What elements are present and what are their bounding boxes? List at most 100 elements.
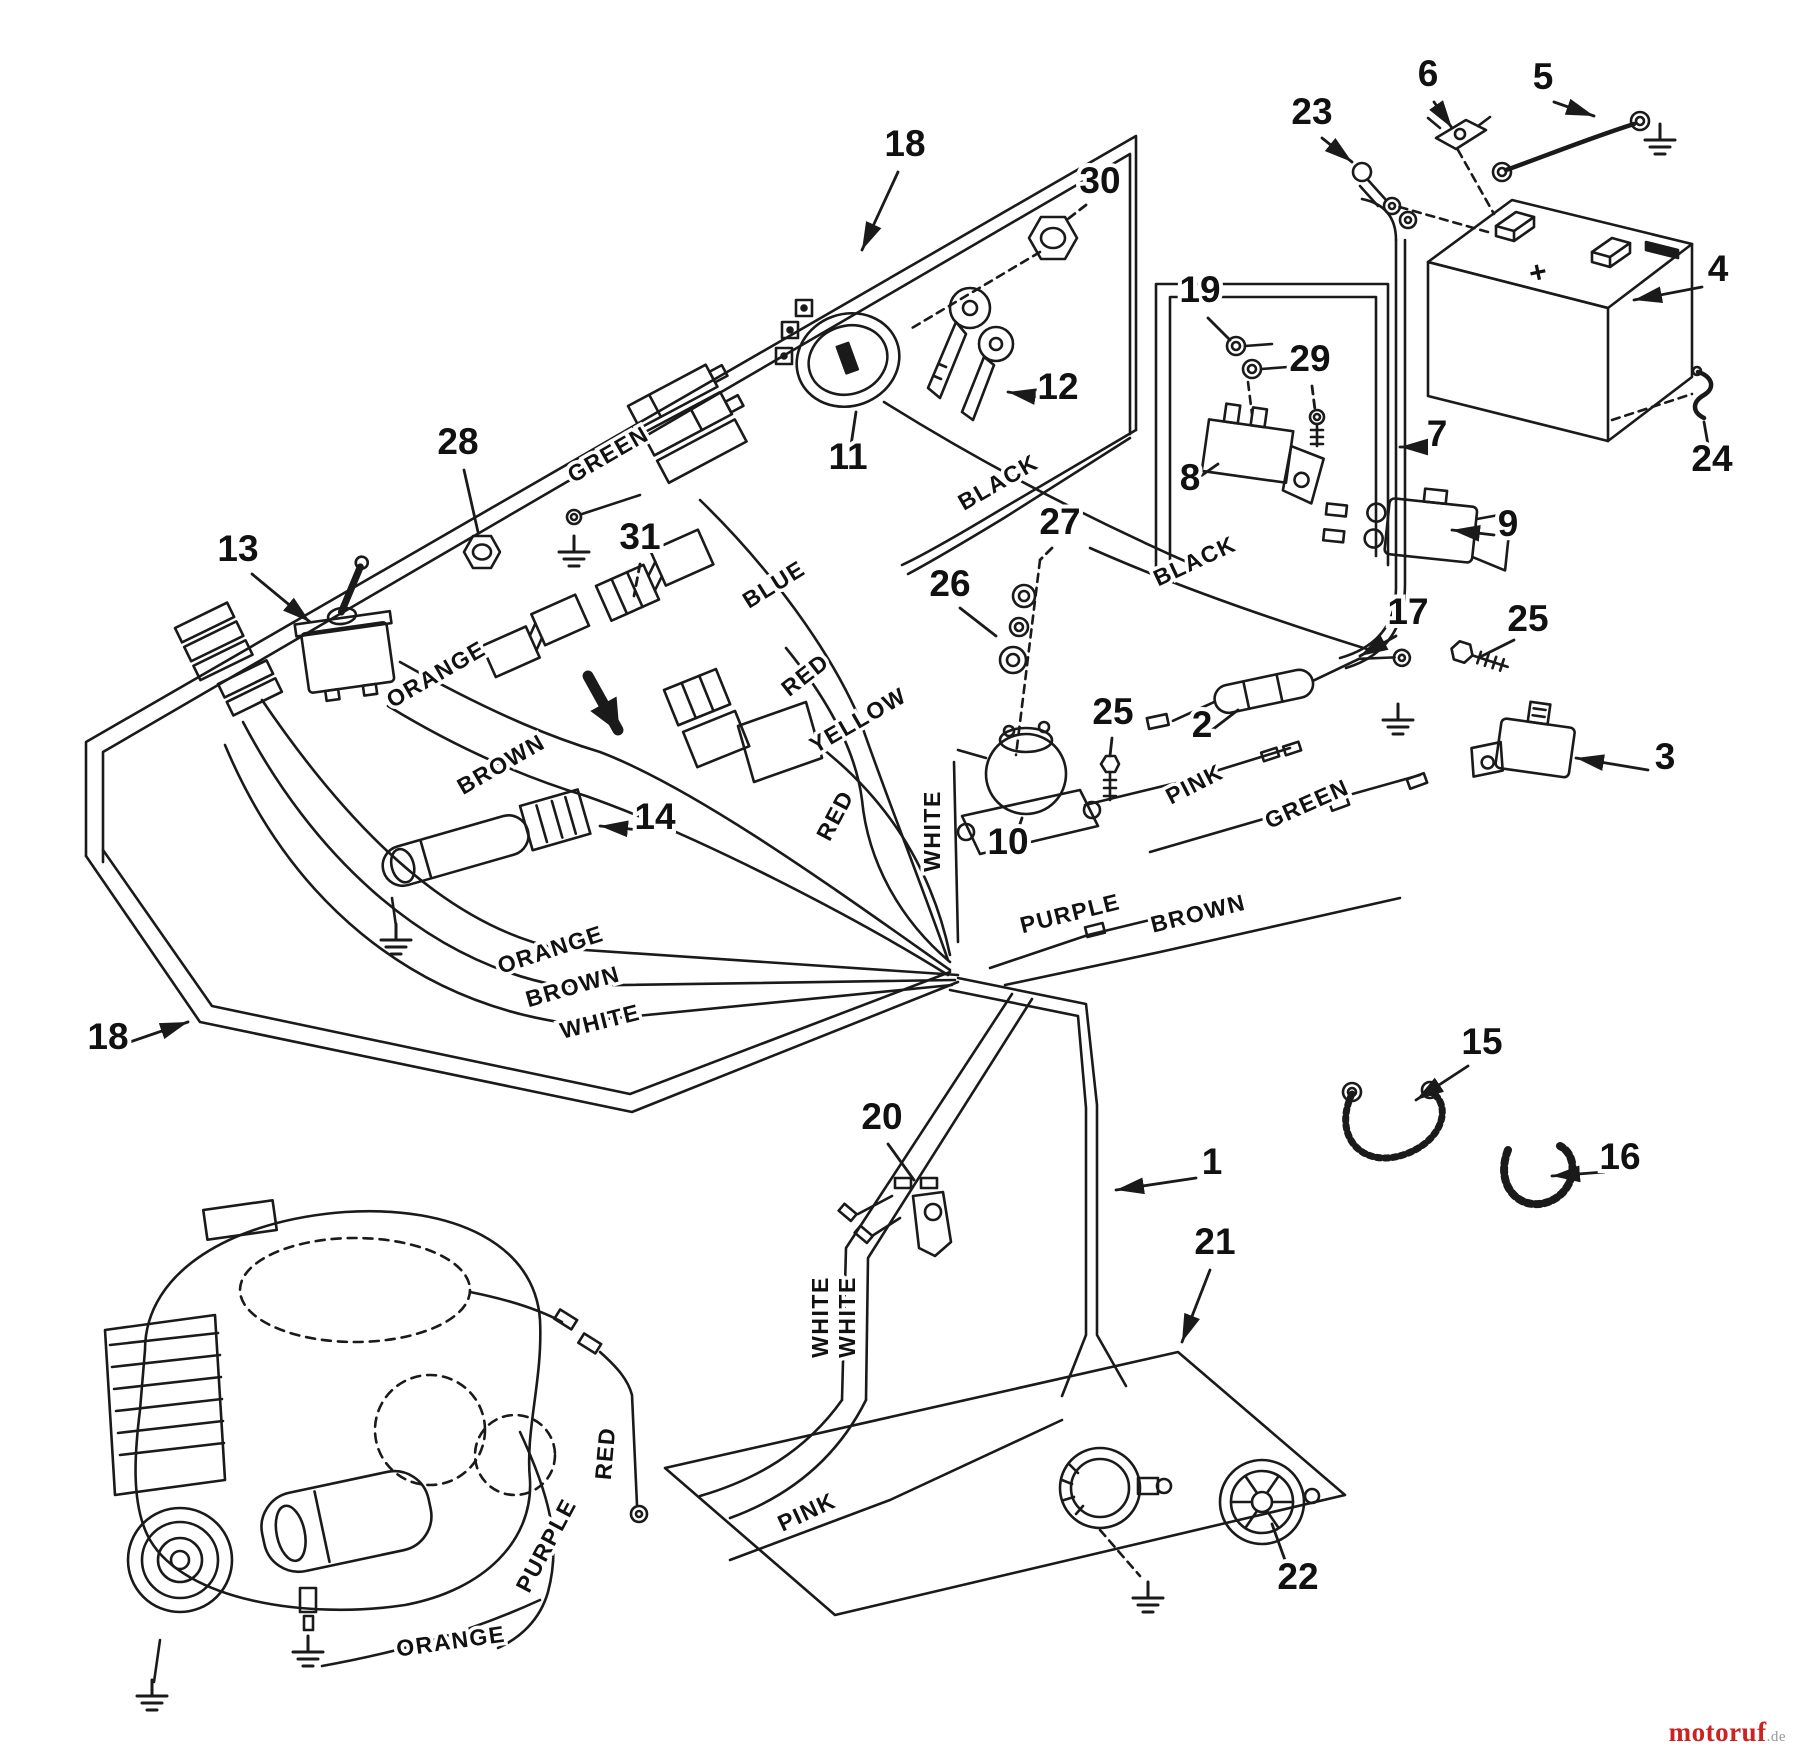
watermark-main[interactable]: motoruf: [1668, 1717, 1767, 1747]
callout-11-12: 11: [828, 436, 867, 477]
bolt-23: [1351, 161, 1418, 230]
safety-switch-3: [1470, 700, 1576, 779]
ground-symbol: [1381, 702, 1415, 736]
callout-19-8: 19: [1179, 269, 1220, 310]
wire-label-black-3: BLACK: [1149, 530, 1240, 591]
right-wires: [988, 740, 1429, 987]
interlock-relay-8: [1200, 402, 1325, 505]
callout-18-0: 18: [884, 123, 925, 164]
wire-label-yellow-7: YELLOW: [805, 682, 911, 758]
dash-panel-21: [663, 1350, 1347, 1617]
leader-lines: [122, 98, 1712, 1576]
callout-25-23: 25: [1092, 691, 1133, 732]
callout-15-26: 15: [1461, 1021, 1502, 1062]
wire-label-blue-1: BLUE: [738, 555, 810, 613]
bolt-29: [1308, 408, 1326, 448]
callout-13-15: 13: [217, 528, 258, 569]
battery: [1394, 148, 1694, 443]
engine: [103, 1198, 557, 1712]
connector-block-left-b: [216, 659, 284, 717]
fuse-blocks-31: [594, 528, 715, 623]
callout-7-7: 7: [1427, 413, 1448, 454]
ignition-switch-11: [774, 298, 901, 409]
callout-5-4: 5: [1533, 56, 1554, 97]
wire-label-layer: GREEN BLUE BLACK BLACK ORANGE BROWN RED YELLOW R…: [378, 417, 1356, 1665]
callout-1-29: 1: [1202, 1141, 1223, 1182]
wire-label-white-9: WHITE: [919, 790, 945, 872]
wire-label-brown-13: BROWN: [1148, 889, 1248, 938]
wire-label-brown-15: BROWN: [523, 960, 623, 1012]
callout-2-21: 2: [1192, 704, 1213, 745]
callout-3-22: 3: [1655, 736, 1676, 777]
callout-30-1: 30: [1079, 160, 1120, 201]
wire-label-green-11: GREEN: [1261, 774, 1353, 834]
bolt-25-right: [1450, 639, 1509, 672]
callout-17-19: 17: [1387, 591, 1428, 632]
connector-assembly-14: [379, 788, 592, 956]
wire-label-green-0: GREEN: [563, 420, 653, 487]
relay-box-outline: [1088, 197, 1407, 670]
wire-label-red-8: RED: [811, 786, 859, 845]
callout-29-9: 29: [1289, 338, 1330, 379]
callout-9-13: 9: [1498, 503, 1519, 544]
keys-12: [926, 286, 1015, 422]
gauge-left: [1058, 1446, 1173, 1578]
connector-block-center: [662, 667, 751, 769]
wire-label-brown-5: BROWN: [453, 729, 550, 800]
callout-23-2: 23: [1291, 91, 1332, 132]
gauge-right: [1218, 1458, 1321, 1546]
callout-22-31: 22: [1277, 1556, 1318, 1597]
connector-block-left-a: [173, 601, 254, 682]
direction-arrow: [582, 670, 624, 736]
diagram-linework: [84, 98, 1714, 1712]
connector-pair-mid: [480, 593, 591, 679]
callout-31-16: 31: [619, 516, 660, 557]
callout-20-28: 20: [861, 1096, 902, 1137]
green-lead-ring: [557, 493, 642, 568]
misc-label-layer: +: [1526, 255, 1550, 291]
harness-panel-outline: [84, 134, 1138, 1114]
wire-label-pink-10: PINK: [1161, 758, 1227, 809]
ring-terminals-19: [1225, 335, 1290, 416]
wire-label-white-18: WHITE: [834, 1276, 860, 1358]
wire-label-white-16: WHITE: [557, 999, 642, 1044]
callout-27-17: 27: [1039, 501, 1080, 542]
battery-plus-label-0: +: [1526, 255, 1550, 291]
engine-leads: [320, 1290, 649, 1668]
hose-clip-16: [1500, 1142, 1577, 1209]
starter-solenoid-10: [956, 720, 1102, 856]
callout-6-3: 6: [1418, 53, 1439, 94]
watermark-suffix[interactable]: .de: [1766, 1729, 1786, 1745]
terminal-clamp-6: [1426, 115, 1492, 151]
callout-4-5: 4: [1708, 248, 1729, 289]
ground-symbol: [1131, 1580, 1165, 1614]
wire-label-orange-22: ORANGE: [395, 1621, 508, 1662]
washers-26-27: [998, 558, 1042, 757]
callout-21-30: 21: [1194, 1221, 1235, 1262]
wire-label-purple-21: PURPLE: [510, 1494, 581, 1597]
relay-9: [1321, 487, 1513, 572]
callout-24-6: 24: [1691, 438, 1733, 479]
callout-26-18: 26: [929, 563, 970, 604]
wire-label-white-17: WHITE: [807, 1276, 833, 1358]
callout-18-32: 18: [87, 1016, 128, 1057]
wire-tag-wedge: [736, 700, 824, 784]
wire-label-black-2: BLACK: [953, 449, 1042, 516]
clip-24: [1691, 365, 1714, 421]
latch-part-20: [837, 1176, 953, 1258]
callout-25-20: 25: [1507, 598, 1548, 639]
callout-10-24: 10: [987, 821, 1028, 862]
wire-label-pink-20: PINK: [774, 1487, 840, 1536]
connector-block-top: [626, 363, 748, 485]
watermark[interactable]: motoruf.de: [1669, 1717, 1786, 1748]
bolt-25-mid: [1099, 754, 1121, 802]
wire-label-red-19: RED: [590, 1426, 621, 1481]
nut-28: [462, 534, 502, 570]
callout-16-27: 16: [1599, 1136, 1640, 1177]
callout-28-14: 28: [437, 421, 478, 462]
harness-trunk: [698, 976, 1128, 1562]
fuse-holder-2: [1145, 648, 1412, 731]
